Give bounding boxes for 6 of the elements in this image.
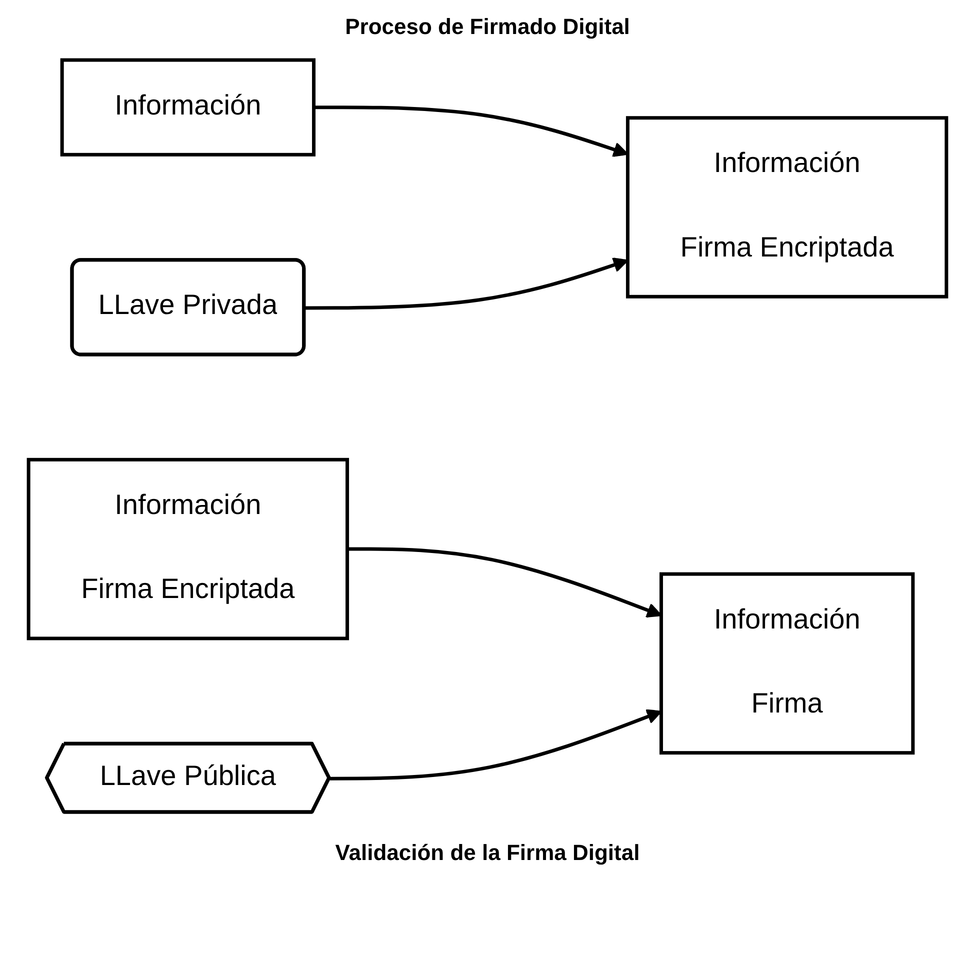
diagram-title: Proceso de Firmado Digital [344, 14, 631, 40]
node-box: Información Firma Encriptada [26, 458, 350, 640]
section-heading: Validación de la Firma Digital [334, 840, 641, 866]
node-box: Información Firma Encriptada [626, 116, 948, 298]
node-box: Información Firma [659, 572, 915, 755]
node-box: Información [60, 58, 316, 156]
